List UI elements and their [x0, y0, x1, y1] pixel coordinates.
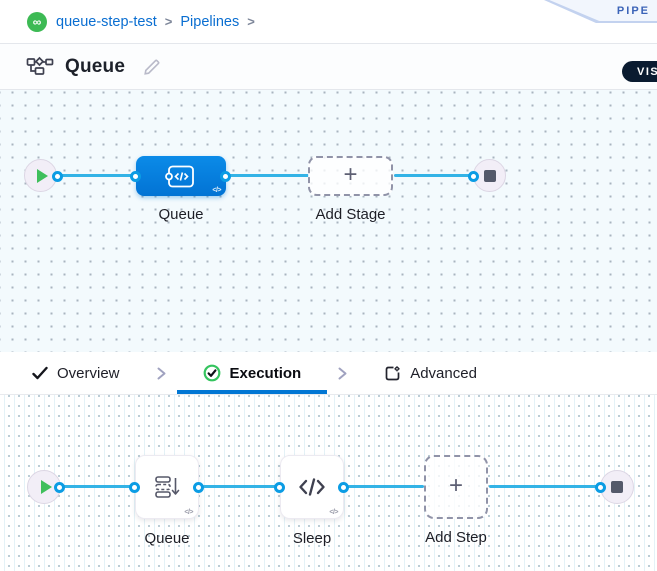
edit-pipeline-name-button[interactable] [140, 55, 164, 79]
add-stage-label: Add Stage [315, 206, 386, 223]
node-port [595, 482, 606, 493]
play-icon [40, 480, 52, 494]
tab-execution-label: Execution [229, 364, 302, 382]
node-port [338, 482, 349, 493]
breadcrumb-separator: > [247, 14, 255, 29]
node-port [193, 482, 204, 493]
stage-edge [59, 174, 137, 177]
play-icon [37, 168, 48, 183]
breadcrumb: ∞ queue-step-test > Pipelines > PIPE [0, 0, 657, 44]
harness-logo-icon: ∞ [27, 11, 47, 32]
stage-label: Queue [158, 206, 204, 223]
stage-node-queue[interactable]: </> [136, 156, 226, 196]
code-badge-icon: </> [329, 509, 338, 516]
breadcrumb-project-link[interactable]: queue-step-test [56, 13, 157, 30]
breadcrumb-pipelines-link[interactable]: Pipelines [180, 13, 240, 30]
tab-overview[interactable]: Overview [30, 352, 122, 394]
node-port [54, 482, 65, 493]
page-title: Queue [65, 55, 126, 77]
add-step-button[interactable]: + [424, 455, 488, 519]
add-stage-button[interactable]: + [308, 156, 393, 196]
step-node-sleep[interactable]: </> [280, 455, 344, 519]
visual-yaml-toggle[interactable]: VIS [622, 61, 657, 82]
queue-step-icon [155, 476, 180, 498]
tab-advanced-label: Advanced [410, 364, 477, 382]
plus-icon: + [448, 472, 463, 499]
chevron-right-icon [156, 366, 167, 381]
node-port [52, 171, 63, 182]
stage-graph-canvas[interactable]: </> + Queue Add Stage [0, 90, 657, 352]
ribbon-text: PIPE [616, 4, 650, 17]
stop-icon [611, 481, 623, 493]
check-icon [32, 366, 48, 380]
step-edge [203, 485, 281, 488]
add-step-label: Add Step [425, 529, 487, 546]
step-edge [348, 485, 424, 488]
stop-icon [483, 169, 496, 182]
stage-edge [229, 174, 309, 177]
tab-execution[interactable]: Execution [176, 352, 327, 394]
stage-edge [394, 174, 475, 177]
tab-advanced[interactable]: Advanced [382, 352, 479, 394]
code-badge-icon: </> [184, 509, 193, 516]
pencil-icon [144, 59, 160, 75]
step-label: Queue [144, 530, 190, 547]
breadcrumb-separator: > [164, 14, 173, 29]
execution-graph-canvas[interactable]: </> </> + Queue Sleep Add Step [0, 395, 657, 571]
pipeline-studio-ribbon-label: PIPE [549, 0, 657, 21]
node-port [130, 171, 141, 182]
code-step-icon [299, 478, 325, 496]
step-edge [63, 485, 136, 488]
pipeline-end-node [473, 159, 506, 192]
chevron-right-icon [337, 366, 348, 381]
plus-icon: + [343, 161, 358, 188]
pipeline-flowchart-icon [26, 55, 54, 79]
code-badge-icon: </> [212, 187, 221, 194]
pipeline-config-tabs: Overview Execution Advanced [0, 352, 657, 395]
node-port [468, 171, 479, 182]
node-port [129, 482, 140, 493]
tab-overview-label: Overview [57, 364, 120, 382]
check-circle-icon [203, 364, 220, 382]
node-port [274, 482, 285, 493]
advanced-settings-icon [385, 365, 400, 380]
step-label: Sleep [292, 530, 332, 547]
custom-stage-icon [165, 165, 194, 187]
step-node-queue[interactable]: </> [135, 455, 199, 519]
step-edge [489, 485, 601, 488]
pipeline-title-bar: Queue VIS [0, 44, 657, 90]
node-port [220, 171, 231, 182]
